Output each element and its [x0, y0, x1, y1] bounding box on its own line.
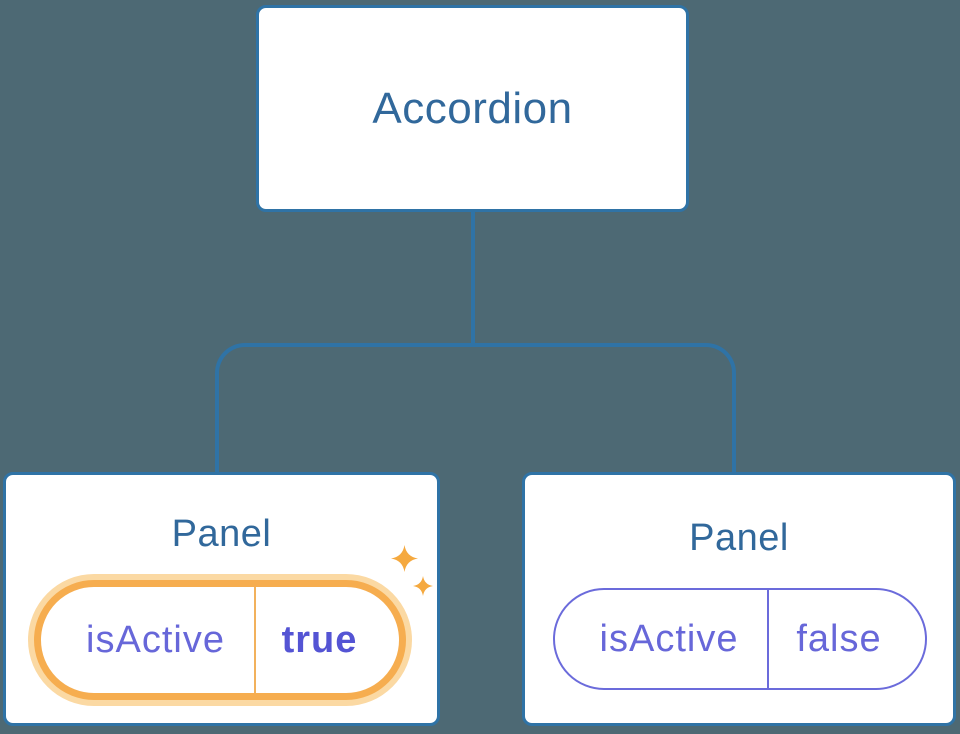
- panel-title: Panel: [689, 517, 789, 559]
- panel-node-active: Panel isActive true: [3, 472, 440, 726]
- state-value-cell: true: [256, 587, 399, 693]
- tree-connector-stub: [471, 211, 475, 345]
- panel-title: Panel: [171, 513, 272, 555]
- state-value-cell: false: [769, 590, 925, 688]
- accordion-node: Accordion: [256, 5, 689, 212]
- state-name-label: isActive: [86, 618, 225, 661]
- state-value-label: false: [796, 617, 882, 660]
- state-name-cell: isActive: [41, 587, 256, 693]
- state-value-label: true: [281, 618, 358, 661]
- sparkle-icon: [391, 545, 418, 572]
- sparkle-icon: [413, 576, 433, 596]
- state-pill-inactive: isActive false: [553, 588, 927, 690]
- state-pill-active: isActive true: [34, 580, 406, 700]
- state-name-label: isActive: [599, 617, 739, 660]
- accordion-node-label: Accordion: [372, 83, 573, 133]
- state-name-cell: isActive: [555, 590, 769, 688]
- panel-node-inactive: Panel isActive false: [522, 472, 956, 726]
- tree-connector-branch: [215, 343, 736, 472]
